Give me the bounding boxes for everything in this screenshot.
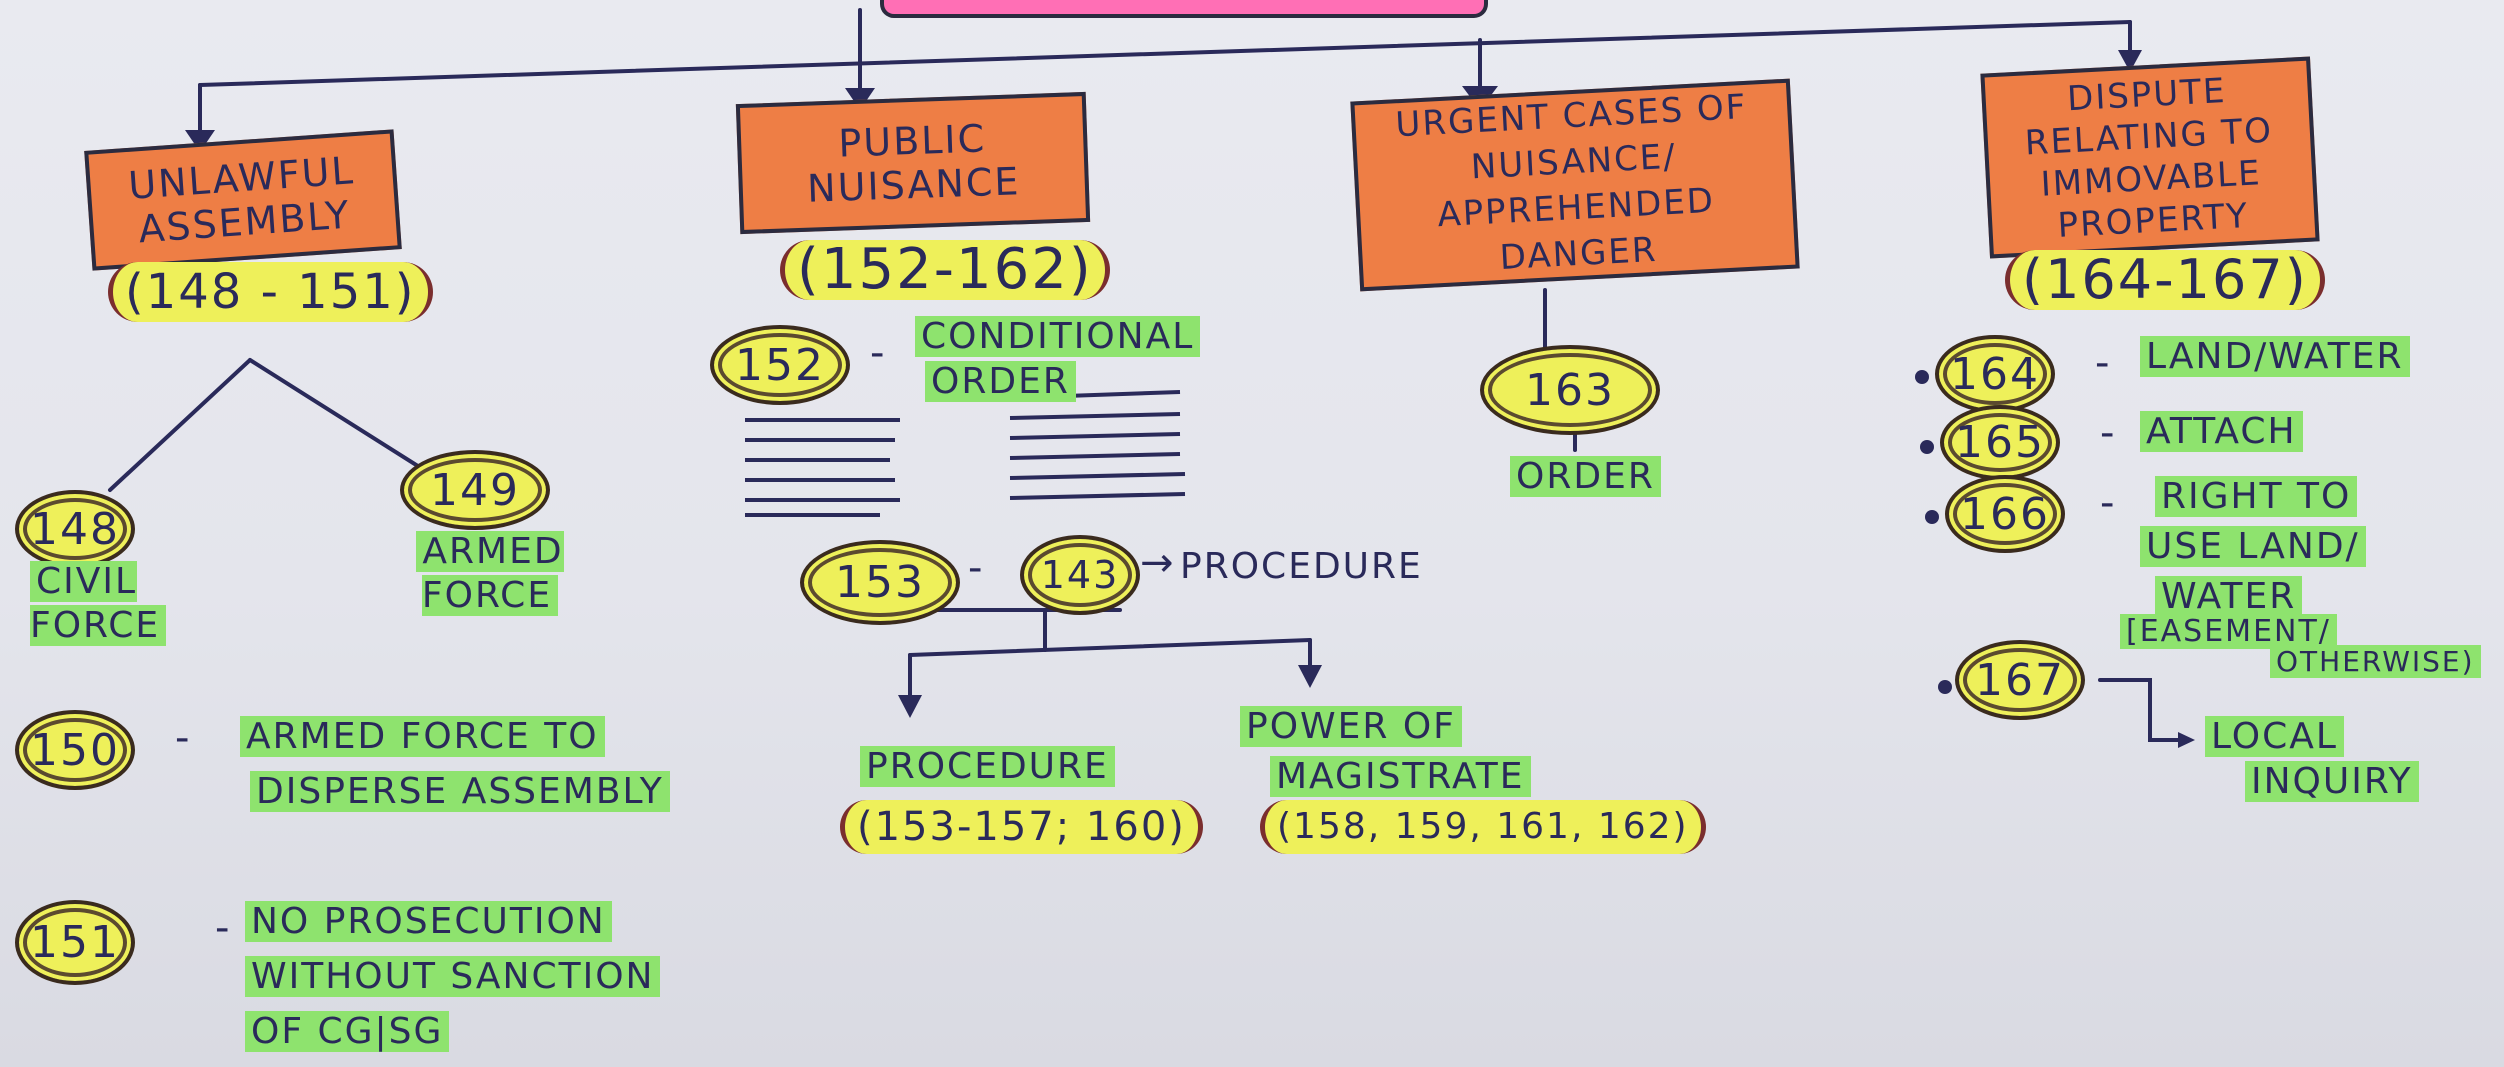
s166-line2: USE LAND/ [2140,525,2366,569]
power-text2: MAGISTRATE [1270,756,1531,797]
s152-line2: ORDER [925,360,1076,404]
s167-line2: INQUIRY [2245,760,2419,804]
s150-line2: DISPERSE ASSEMBLY [250,770,670,814]
section-151-circle: 151 [15,900,135,985]
unlawful-range: (148 - 151) [108,262,433,322]
section-143-circle: 143 [1020,535,1140,615]
s165-line: ATTACH [2140,410,2303,454]
dash-164: - [2095,340,2112,386]
civil-force-text: CIVIL FORCE [30,561,167,646]
bullet-165 [1920,440,1934,454]
s164-line: LAND/WATER [2140,335,2410,379]
dispute-range: (164-167) [2005,250,2325,310]
power-range: (158, 159, 161, 162) [1260,800,1706,854]
procedure-text: PROCEDURE [860,746,1115,787]
bullet-167 [1938,680,1952,694]
s165-text: ATTACH [2140,411,2303,452]
order-text: ORDER [1510,456,1661,497]
arrowhead-procedure [898,695,922,718]
s151-text2: WITHOUT SANCTION [245,956,661,997]
s150-line1: ARMED FORCE TO [240,715,605,759]
procedure-range: (153-157; 160) [840,800,1203,854]
public-range: (152-162) [780,240,1110,300]
dash-166: - [2100,480,2117,526]
urgent-cases-box: URGENT CASES OF NUISANCE/ APPREHENDED DA… [1350,78,1800,292]
s166-text2: USE LAND/ [2140,526,2366,567]
s150-text2: DISPERSE ASSEMBLY [250,771,670,812]
line-167-arrow [2098,678,2182,742]
section-164-circle: 164 [1935,335,2055,413]
s152-line1: CONDITIONAL [915,315,1201,359]
s166-line5: OTHERWISE) [2270,640,2481,684]
bullet-164 [1915,370,1929,384]
s164-text: LAND/WATER [2140,336,2410,377]
armed-force-text: ARMED FORCE [416,531,564,616]
s151-line2: WITHOUT SANCTION [245,955,661,999]
top-branch-line [198,20,2132,87]
order-label: ORDER [1510,455,1661,499]
power-line2: MAGISTRATE [1270,755,1531,799]
bullet-166 [1925,510,1939,524]
s153-procedure: PROCEDURE [1180,546,1423,587]
arrow-153: → [1140,540,1176,586]
procedure-label: PROCEDURE [860,745,1115,789]
public-nuisance-box: PUBLIC NUISANCE [735,91,1091,235]
dash-151: - [215,905,232,951]
s151-text3: OF CG|SG [245,1011,450,1052]
tree-line-149 [248,358,442,482]
section-165-circle: 165 [1940,405,2060,480]
top-title-box [880,0,1488,18]
dash-150: - [175,715,192,761]
s166-line3: WATER [2155,575,2303,619]
s167-line1: LOCAL [2205,715,2344,759]
s166-text4: [EASEMENT/ [2120,614,2337,649]
armed-force-label: ARMED FORCE [390,530,590,618]
s151-line1: NO PROSECUTION [245,900,612,944]
civil-force-label: CIVIL FORCE [30,560,190,648]
s166-line1: RIGHT TO [2155,475,2358,519]
s166-text1: RIGHT TO [2155,476,2358,517]
dispute-box: DISPUTE RELATING TO IMMOVABLE PROPERTY [1980,56,2320,259]
section-153-circle: 153 [800,540,960,625]
dash-165: - [2100,410,2117,456]
section-149-circle: 149 [400,450,550,530]
s151-line3: OF CG|SG [245,1010,450,1054]
s167-text2: INQUIRY [2245,761,2419,802]
section-152-circle: 152 [710,325,850,405]
s166-text3: WATER [2155,576,2303,617]
order-scribbles [745,390,1186,517]
arrowhead-power [1298,665,1322,688]
s152-text1: CONDITIONAL [915,316,1201,357]
section-148-circle: 148 [15,490,135,568]
s151-text1: NO PROSECUTION [245,901,612,942]
s167-text1: LOCAL [2205,716,2344,757]
power-line1: POWER OF [1240,705,1462,749]
section-167-circle: 167 [1955,640,2085,720]
section-166-circle: 166 [1945,475,2065,553]
arrowhead-dispute [2118,50,2142,72]
tree-line-148 [108,358,252,492]
section-163-circle: 163 [1480,345,1660,435]
s166-text5: OTHERWISE) [2270,645,2481,678]
unlawful-assembly-box: UNLAWFUL ASSEMBLY [84,129,402,271]
dash-152: - [870,330,887,376]
power-text1: POWER OF [1240,706,1462,747]
s166-line4: [EASEMENT/ [2120,610,2337,654]
s150-text1: ARMED FORCE TO [240,716,605,757]
dash-153: - [968,545,985,591]
s152-text2: ORDER [925,361,1076,402]
line-split-h [908,638,1312,657]
arrowhead-167 [2178,732,2195,748]
section-150-circle: 150 [15,710,135,790]
arrowhead-unlawful [185,130,215,152]
